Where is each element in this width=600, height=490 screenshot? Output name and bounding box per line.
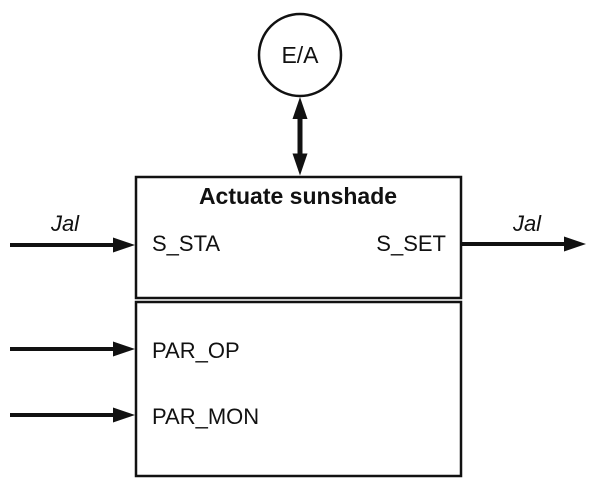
- arrow-right-head-icon: [113, 237, 135, 253]
- input-arrow-par-op: [10, 341, 135, 357]
- output-flow-label: Jal: [512, 211, 542, 236]
- arrow-down-head-icon: [292, 153, 308, 176]
- parameter-label-par-mon: PAR_MON: [152, 404, 259, 429]
- block-parameter-section: [134, 300, 463, 478]
- output-arrow-s-set: [462, 236, 586, 252]
- arrow-right-head-icon: [564, 236, 586, 252]
- arrow-right-head-icon: [113, 407, 135, 423]
- arrow-up-head-icon: [292, 97, 308, 119]
- interface-circle-label: E/A: [281, 42, 319, 68]
- block-title: Actuate sunshade: [199, 183, 397, 209]
- output-port-label: S_SET: [376, 231, 446, 256]
- input-arrow-par-mon: [10, 407, 135, 423]
- bidirectional-arrow-icon: [292, 97, 308, 176]
- input-port-label: S_STA: [152, 231, 220, 256]
- interface-circle: [257, 12, 343, 98]
- parameter-label-par-op: PAR_OP: [152, 338, 240, 363]
- input-arrow-s-sta: [10, 237, 135, 253]
- block-header-section: [134, 175, 463, 300]
- input-flow-label: Jal: [50, 211, 80, 236]
- arrow-right-head-icon: [113, 341, 135, 357]
